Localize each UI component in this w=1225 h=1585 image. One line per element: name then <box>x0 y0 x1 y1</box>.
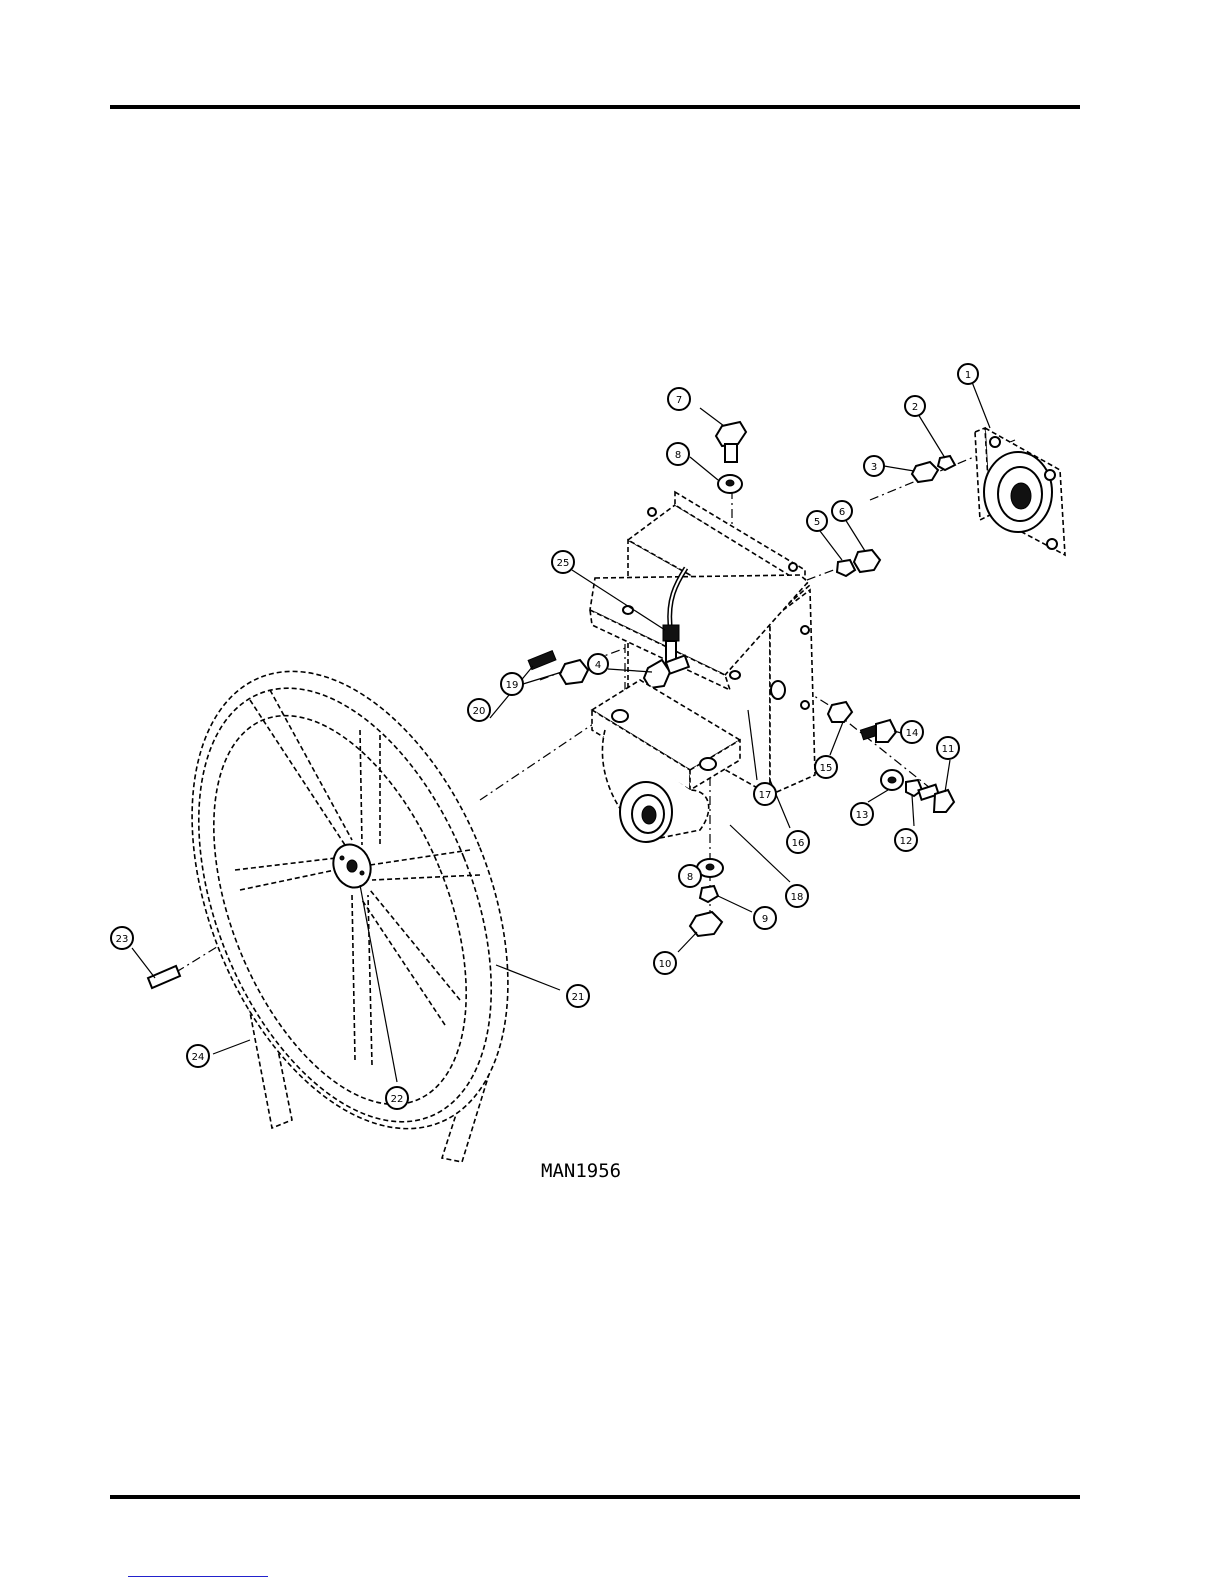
callout-6[interactable]: 6 <box>832 501 852 521</box>
lock-nut-5 <box>837 560 855 576</box>
callout-10[interactable]: 10 <box>654 952 676 974</box>
svg-text:18: 18 <box>791 892 804 903</box>
callout-25[interactable]: 25 <box>552 551 574 573</box>
svg-text:6: 6 <box>839 507 845 518</box>
pulley-wheel <box>130 625 569 1175</box>
svg-text:1: 1 <box>965 370 971 381</box>
callout-7[interactable]: 7 <box>668 388 690 410</box>
lock-washer-bottom <box>700 886 718 902</box>
svg-text:4: 4 <box>595 660 601 671</box>
callout-14[interactable]: 14 <box>901 721 923 743</box>
bolt-11 <box>918 785 954 812</box>
svg-text:5: 5 <box>814 517 820 528</box>
flange-bearing <box>975 428 1065 555</box>
svg-text:22: 22 <box>391 1094 404 1105</box>
svg-text:9: 9 <box>762 914 768 925</box>
jam-nut <box>560 660 588 684</box>
callout-16[interactable]: 16 <box>787 831 809 853</box>
svg-text:25: 25 <box>557 558 570 569</box>
svg-text:8: 8 <box>687 872 693 883</box>
callout-17[interactable]: 17 <box>754 783 776 805</box>
callout-2[interactable]: 2 <box>905 396 925 416</box>
hex-nut-15 <box>828 702 852 722</box>
callout-5[interactable]: 5 <box>807 511 827 531</box>
svg-text:3: 3 <box>871 462 877 473</box>
callout-20[interactable]: 20 <box>468 699 490 721</box>
callout-8-top[interactable]: 8 <box>667 443 689 465</box>
callout-11[interactable]: 11 <box>937 737 959 759</box>
svg-text:21: 21 <box>572 992 585 1003</box>
svg-text:14: 14 <box>906 728 919 739</box>
callout-13[interactable]: 13 <box>851 803 873 825</box>
svg-text:16: 16 <box>792 838 805 849</box>
callout-23[interactable]: 23 <box>111 927 133 949</box>
hex-nut <box>912 462 938 482</box>
svg-text:7: 7 <box>676 395 682 406</box>
hex-nut-bottom <box>690 912 722 936</box>
hex-nut-6 <box>854 550 880 572</box>
svg-text:24: 24 <box>192 1052 205 1063</box>
callout-3[interactable]: 3 <box>864 456 884 476</box>
figure-caption: MAN1956 <box>541 1160 621 1182</box>
callout-22[interactable]: 22 <box>386 1087 408 1109</box>
hex-bolt-top <box>716 422 746 462</box>
svg-text:2: 2 <box>912 402 918 413</box>
svg-text:10: 10 <box>659 959 672 970</box>
svg-text:23: 23 <box>116 934 129 945</box>
shaft-key <box>148 966 180 988</box>
bolt-14 <box>860 720 896 742</box>
callout-19[interactable]: 19 <box>501 673 523 695</box>
lock-washer <box>938 456 955 470</box>
svg-text:11: 11 <box>942 744 955 755</box>
callout-9[interactable]: 9 <box>754 907 776 929</box>
svg-text:19: 19 <box>506 680 519 691</box>
callout-15[interactable]: 15 <box>815 756 837 778</box>
svg-text:8: 8 <box>675 450 681 461</box>
callout-1[interactable]: 1 <box>958 364 978 384</box>
svg-text:20: 20 <box>473 706 486 717</box>
callout-24[interactable]: 24 <box>187 1045 209 1067</box>
callout-4[interactable]: 4 <box>588 654 608 674</box>
svg-text:17: 17 <box>759 790 772 801</box>
svg-text:13: 13 <box>856 810 869 821</box>
callout-12[interactable]: 12 <box>895 829 917 851</box>
svg-text:15: 15 <box>820 763 833 774</box>
callout-8-bottom[interactable]: 8 <box>679 865 701 887</box>
callout-21[interactable]: 21 <box>567 985 589 1007</box>
svg-text:12: 12 <box>900 836 913 847</box>
callout-18[interactable]: 18 <box>786 885 808 907</box>
